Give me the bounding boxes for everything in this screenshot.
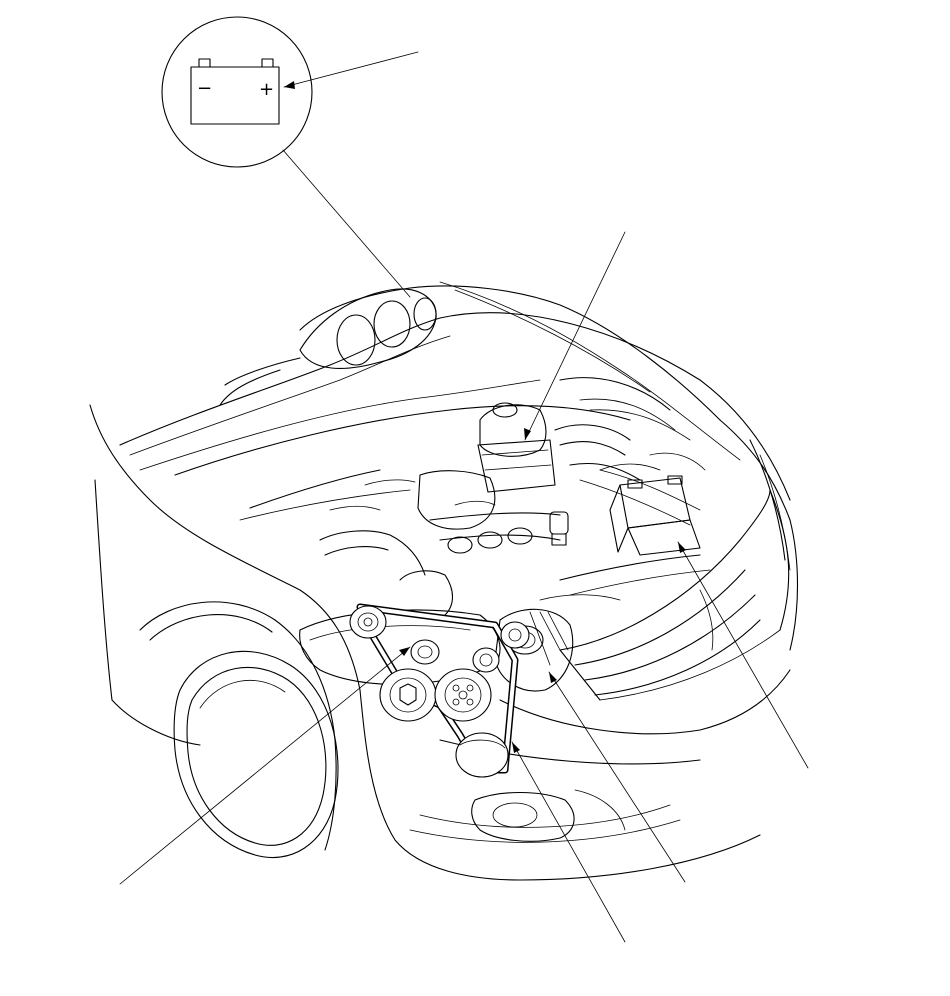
leader-tensioner: [119, 646, 411, 885]
arrow-head-engine: [524, 428, 531, 440]
drive-belt: [356, 603, 519, 774]
leader-alternator: [548, 671, 686, 883]
engine-bay: [319, 377, 711, 692]
hood-reflector: [299, 288, 437, 369]
leader-battery-bay: [677, 541, 809, 769]
arrow-head-tensioner: [399, 647, 410, 656]
leader-belt: [511, 741, 626, 943]
arrow-head-alternator: [549, 672, 557, 683]
leader-battery-terminal: [283, 51, 419, 88]
leader-lines: [119, 51, 809, 943]
car-body: [89, 281, 799, 881]
arrow-head-battery: [284, 81, 295, 89]
arrow-head-battery-bay: [678, 542, 686, 553]
arrow-head-belt: [512, 742, 520, 753]
battery-positive-symbol: +: [259, 79, 274, 100]
leader-inset-to-car: [282, 149, 411, 298]
pulleys: [349, 605, 530, 778]
battery-negative-symbol: −: [197, 78, 212, 99]
battery-inset: − +: [161, 16, 313, 168]
leader-engine-cover: [524, 231, 626, 441]
front-wheel: [173, 650, 339, 859]
battery-icon: − +: [190, 58, 280, 125]
